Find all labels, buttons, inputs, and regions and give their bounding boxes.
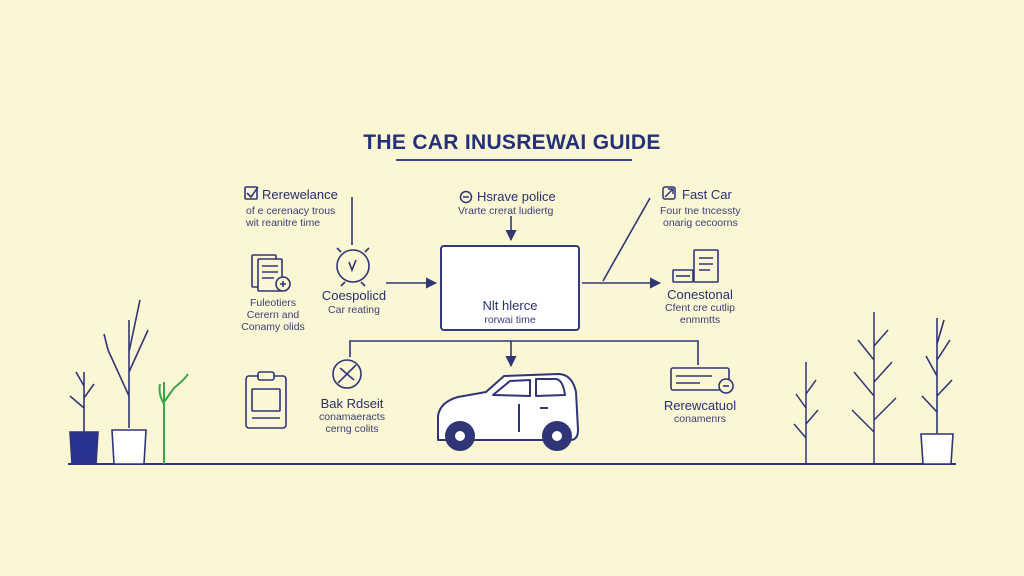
alarm-clock-icon xyxy=(336,247,370,287)
conditional-sub-2: enmmtts xyxy=(679,314,721,326)
documents-sub-1: Fuleotiers xyxy=(249,297,297,309)
title-underline xyxy=(396,159,632,161)
fastcar-label: Fast Car xyxy=(682,187,732,202)
policy-label: Hsrave police xyxy=(477,189,556,204)
plant-sprout-green xyxy=(158,373,189,464)
relevance-sub-2: wit reanitre time xyxy=(246,217,321,229)
plant-bare-2 xyxy=(851,312,897,464)
plant-bare-1 xyxy=(793,362,819,464)
connectors xyxy=(349,197,699,368)
card-icon xyxy=(670,367,734,394)
checkbox-icon xyxy=(244,186,259,200)
fastcar-sub-2: onarig cecoorns xyxy=(663,217,738,229)
back-result-label: Bak Rdseit xyxy=(320,396,384,411)
document-file-icon xyxy=(672,249,719,283)
connector-bottom-branch xyxy=(349,340,699,365)
back-result-sub-2: cerng colits xyxy=(325,423,379,435)
relevance-label: Rerewelance xyxy=(262,187,338,202)
renewal-label: Rerewcatuol xyxy=(663,398,737,413)
renewal-sub-1: conamenrs xyxy=(674,413,726,425)
connector-fastcar xyxy=(602,197,651,282)
costs-policy-label: Coespolicd xyxy=(321,288,387,303)
tool-icon xyxy=(662,186,676,200)
relevance-sub-1: of e cerenacy trous xyxy=(246,205,336,217)
compass-icon xyxy=(332,359,362,389)
documents-sub-2: Cerern and xyxy=(246,309,300,321)
documents-sub-3: Conamy olids xyxy=(241,321,305,333)
conditional-label: Conestonal xyxy=(667,287,733,302)
documents-icon xyxy=(251,254,291,292)
conditional-sub-1: Cfent cre cutlip xyxy=(664,302,736,314)
back-result-sub-1: conamaeracts xyxy=(319,411,385,423)
fastcar-sub-1: Four tne tncessty xyxy=(660,205,741,217)
page-title: THE CAR INUSREWAI GUIDE xyxy=(363,131,661,154)
center-sub-1: rorwai time xyxy=(484,314,536,326)
plant-pot-white xyxy=(103,299,149,465)
plant-pot-right xyxy=(920,318,954,465)
center-label: Nlt hlerce xyxy=(482,298,538,313)
costs-policy-sub-1: Car reating xyxy=(328,304,380,316)
lock-icon xyxy=(459,190,473,204)
policy-sub-1: Vrarte crerat ludiertg xyxy=(458,205,554,217)
plant-pot-blue xyxy=(69,371,99,465)
clipboard-icon xyxy=(245,371,287,429)
car-icon xyxy=(437,373,579,451)
center-node-box xyxy=(440,245,580,331)
